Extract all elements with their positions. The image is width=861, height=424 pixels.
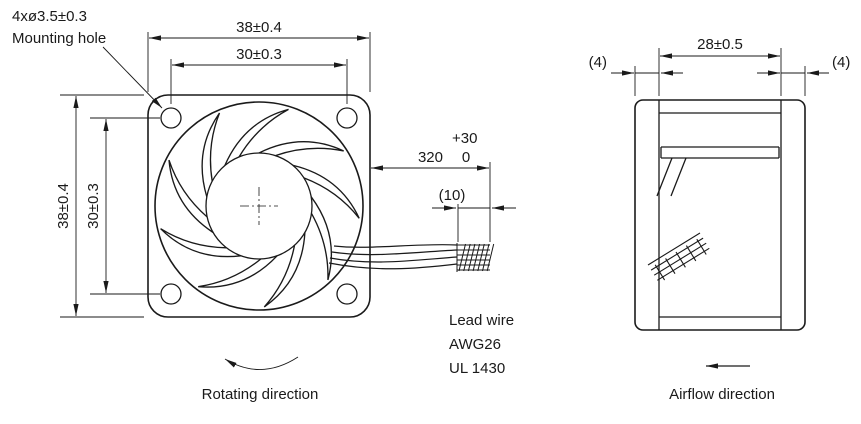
dim-hole-pitch-v-label: 30±0.3 (85, 183, 102, 229)
mounting-hole-leader (102, 46, 163, 109)
venturi-circle (154, 101, 364, 311)
dim-flange-right-label: (4) (832, 54, 850, 71)
mounting-holes (160, 107, 358, 305)
fan-frame-front (147, 94, 371, 318)
dim-width-label: 38±0.4 (236, 19, 282, 36)
lead-wire-strand (333, 244, 458, 248)
center-mark (240, 187, 278, 225)
dim-strip-length-label: (10) (439, 187, 466, 204)
dim-wire-length-tol-lower: 0 (462, 149, 470, 166)
dim-wire-length-tol-upper: +30 (452, 130, 477, 147)
side-view (634, 99, 806, 331)
front-dimensions (60, 32, 371, 318)
wire-stripped-ends (456, 243, 495, 272)
rotating-direction-label: Rotating direction (202, 386, 319, 403)
side-view-internal-lines (656, 100, 782, 330)
mounting-hole (160, 107, 182, 129)
dim-height-label: 38±0.4 (55, 183, 72, 229)
mounting-hole-note-line2: Mounting hole (12, 30, 106, 47)
mounting-hole (336, 107, 358, 129)
lead-wires (328, 244, 458, 270)
dim-hole-pitch-h-label: 30±0.3 (236, 46, 282, 63)
impeller-blades (160, 108, 360, 308)
lead-wire-strand (331, 249, 458, 256)
dim-wire-length-label: 320 (418, 149, 443, 166)
mounting-hole (160, 283, 182, 305)
lead-wire-strand (329, 256, 458, 263)
lead-wire-strand (328, 262, 458, 270)
lead-wire-note-line3: UL 1430 (449, 360, 505, 377)
side-dimensions (611, 48, 829, 96)
lead-wire-note-line1: Lead wire (449, 312, 514, 329)
rotating-direction-arrow (224, 356, 299, 370)
lead-wire-dimensions (371, 162, 516, 242)
airflow-direction-label: Airflow direction (669, 386, 775, 403)
dim-flange-left-label: (4) (589, 54, 607, 71)
mounting-hole (336, 283, 358, 305)
lead-wire-note-line2: AWG26 (449, 336, 501, 353)
mounting-hole-note-line1: 4xø3.5±0.3 (12, 8, 87, 25)
dim-depth-label: 28±0.5 (697, 36, 743, 53)
front-view (147, 94, 371, 318)
side-lead-wire-bundle (647, 232, 710, 281)
fan-frame-side (634, 99, 806, 331)
